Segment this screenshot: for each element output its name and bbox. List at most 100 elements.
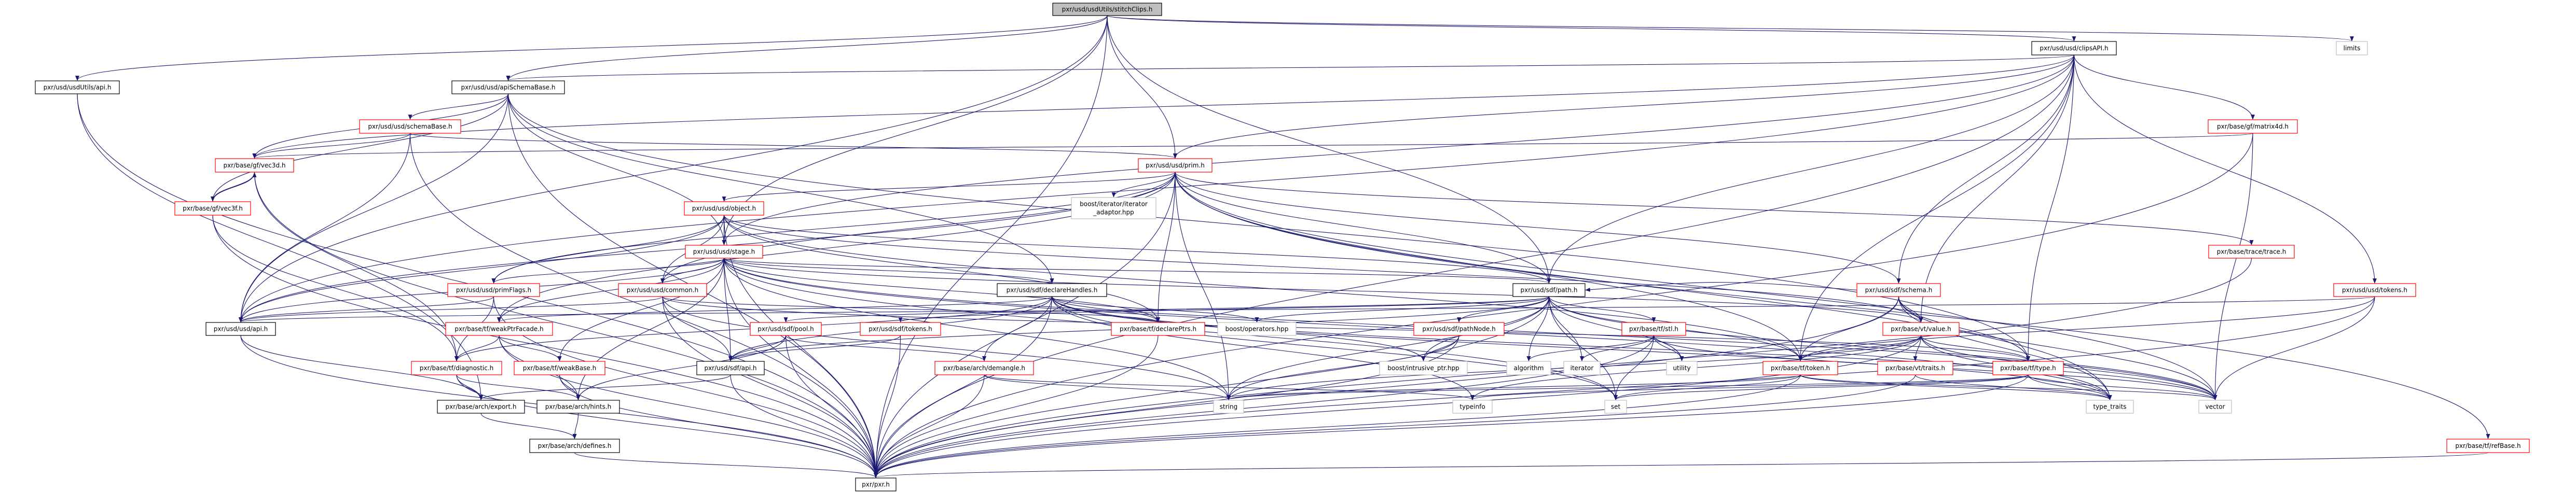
node-vt-value[interactable]: pxr/base/vt/value.h (1882, 322, 1960, 336)
node-path[interactable]: pxr/usd/sdf/path.h (1512, 283, 1586, 297)
node-export[interactable]: pxr/base/arch/export.h (437, 400, 525, 414)
node-path-node[interactable]: pxr/usd/sdf/pathNode.h (1413, 322, 1505, 336)
node-pool[interactable]: pxr/usd/sdf/pool.h (750, 322, 822, 336)
node-iterator: iterator (1563, 361, 1601, 375)
edge-tf-token-to-pxr (874, 374, 1801, 478)
node-box (1071, 197, 1156, 219)
node-box (1413, 322, 1505, 336)
node-usd-api[interactable]: pxr/usd/usd/api.h (205, 322, 276, 336)
edge-common-to-string (662, 296, 1231, 400)
edge-sdf-schema-to-tf-type (1898, 296, 2030, 361)
node-label: utility (1673, 364, 1690, 372)
edge-stage-to-vt-value (723, 258, 1923, 322)
node-sdf-tokens[interactable]: pxr/usd/sdf/tokens.h (860, 322, 941, 336)
edge-sdf-schema-to-tf-token (1798, 296, 1899, 361)
edge-path-to-operators (1255, 296, 1550, 322)
edge-stitch-clips-to-usd-api (239, 15, 1108, 322)
node-box (1621, 322, 1686, 336)
edge-prim-to-string (1175, 172, 1231, 400)
node-usd-tokens[interactable]: pxr/usd/usd/tokens.h (2333, 283, 2416, 297)
node-stage[interactable]: pxr/usd/usd/stage.h (685, 245, 763, 259)
node-label: typeinfo (1459, 403, 1485, 411)
node-tf-token[interactable]: pxr/base/tf/token.h (1762, 361, 1838, 375)
edge-tf-token-to-set (1614, 374, 1801, 400)
edge-declare-handles-to-demangle (982, 296, 1053, 361)
node-vec3f[interactable]: pxr/base/gf/vec3f.h (174, 201, 251, 216)
node-string: string (1213, 400, 1244, 414)
node-weak-ptr-facade[interactable]: pxr/base/tf/weakPtrFacade.h (445, 322, 553, 336)
edge-stl-to-utility (1653, 335, 1684, 361)
node-box (2086, 400, 2134, 414)
node-diagnostic[interactable]: pxr/base/tf/diagnostic.h (411, 361, 502, 375)
node-clips-api[interactable]: pxr/usd/usd/clipsAPI.h (2031, 41, 2117, 55)
node-label: pxr/usd/usd/apiSchemaBase.h (461, 84, 556, 91)
node-matrix4d[interactable]: pxr/base/gf/matrix4d.h (2208, 119, 2298, 134)
edge-vt-value-to-pxr (874, 335, 1922, 478)
node-declare-handles[interactable]: pxr/usd/sdf/declareHandles.h (997, 283, 1107, 297)
edge-tf-type-to-type-traits (2028, 374, 2112, 400)
node-vec3d[interactable]: pxr/base/gf/vec3d.h (215, 158, 294, 173)
node-demangle[interactable]: pxr/base/arch/demangle.h (934, 361, 1034, 375)
node-stl[interactable]: pxr/base/tf/stl.h (1621, 322, 1686, 336)
edge-tf-token-to-string (1227, 374, 1801, 400)
node-box (2208, 245, 2295, 259)
node-schema-base[interactable]: pxr/usd/usd/schemaBase.h (359, 119, 461, 134)
node-ref-base[interactable]: pxr/base/tf/refBase.h (2446, 439, 2530, 453)
node-label: string (1220, 403, 1237, 411)
node-label: pxr/usd/usd/clipsAPI.h (2040, 45, 2108, 52)
edge-path-to-set (1548, 296, 1618, 400)
node-usd-utils-api[interactable]: pxr/usd/usdUtils/api.h (35, 80, 120, 94)
edge-object-to-usd-api (239, 215, 725, 322)
edge-path-to-path-node (1457, 296, 1550, 322)
node-api-schema-base[interactable]: pxr/usd/usd/apiSchemaBase.h (451, 80, 565, 94)
node-box (1666, 361, 1698, 375)
node-declare-ptrs[interactable]: pxr/base/tf/declarePtrs.h (1111, 322, 1205, 336)
edge-vt-value-to-tf-type (1920, 335, 2030, 361)
node-box (359, 119, 461, 134)
edge-api-schema-base-to-schema-base (408, 93, 509, 120)
node-sdf-api[interactable]: pxr/usd/sdf/api.h (696, 361, 765, 375)
node-box (997, 283, 1107, 297)
node-box (2031, 41, 2117, 55)
edge-object-to-tf-token (723, 215, 1802, 361)
edge-prim-to-object (722, 172, 1176, 202)
node-sdf-schema[interactable]: pxr/usd/sdf/schema.h (1856, 283, 1941, 297)
node-box (684, 201, 764, 216)
edge-path-to-iterator (1548, 296, 1584, 361)
edge-tf-type-to-set (1614, 374, 2029, 400)
node-hints[interactable]: pxr/base/arch/hints.h (536, 400, 620, 414)
node-label: pxr/usd/usdUtils/api.h (44, 84, 112, 91)
node-iterator-adaptor: boost/iterator/iterator_adaptor.hpp (1071, 197, 1156, 219)
edge-common-to-pxr (662, 296, 878, 478)
node-box (1111, 322, 1205, 336)
edge-usd-api-to-export (240, 335, 483, 400)
node-prim-flags[interactable]: pxr/usd/usd/primFlags.h (447, 283, 540, 297)
node-pxr[interactable]: pxr/pxr.h (855, 477, 897, 491)
node-object[interactable]: pxr/usd/usd/object.h (684, 201, 764, 216)
edge-stage-to-sdf-api (723, 258, 733, 361)
node-label: pxr/usd/usd/stage.h (693, 248, 755, 256)
edge-stitch-clips-to-api-schema-base (506, 15, 1108, 81)
node-box (1052, 3, 1162, 16)
node-common[interactable]: pxr/usd/usd/common.h (618, 283, 707, 297)
edge-stitch-clips-to-prim (1107, 15, 1177, 159)
node-stitch-clips[interactable]: pxr/usd/usdUtils/stitchClips.h (1052, 3, 1162, 16)
edge-matrix4d-to-vector (2213, 133, 2253, 400)
edge-usd-utils-api-to-export (77, 93, 483, 400)
node-tf-type[interactable]: pxr/base/tf/type.h (1992, 361, 2064, 375)
node-prim[interactable]: pxr/usd/usd/prim.h (1138, 158, 1213, 173)
edge-sdf-tokens-to-pxr (874, 335, 901, 478)
node-defines[interactable]: pxr/base/arch/defines.h (529, 439, 620, 453)
edge-declare-handles-to-set (1051, 296, 1618, 400)
edge-stage-to-declare-handles (723, 258, 1054, 284)
edge-usd-tokens-to-vector (2213, 296, 2375, 400)
node-box (1506, 361, 1551, 375)
node-weak-base[interactable]: pxr/base/tf/weakBase.h (514, 361, 605, 375)
node-trace[interactable]: pxr/base/trace/trace.h (2208, 245, 2295, 259)
node-label: pxr/usd/usd/api.h (214, 326, 268, 333)
edge-stitch-clips-to-clips-api (1107, 15, 2076, 41)
node-vt-traits[interactable]: pxr/base/vt/traits.h (1877, 361, 1953, 375)
node-label: pxr/base/arch/defines.h (538, 442, 612, 449)
edge-hints-to-defines (572, 413, 579, 439)
